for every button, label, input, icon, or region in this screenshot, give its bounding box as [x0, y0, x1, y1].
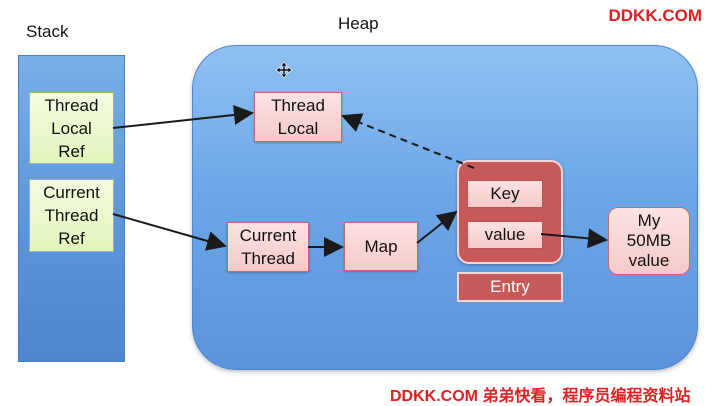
my-value-line-3: value — [628, 251, 670, 270]
my-50mb-value-object: My 50MB value — [608, 207, 690, 275]
entry-value-box: value — [467, 221, 543, 249]
watermark-bottom: DDKK.COM 弟弟快看，程序员编程资料站 — [390, 388, 691, 405]
entry-value-label: value — [484, 225, 526, 244]
thread-local-ref-line-1: Thread — [44, 95, 99, 115]
my-value-line-2: 50MB — [626, 231, 672, 250]
entry-key-label: Key — [490, 184, 520, 203]
arrow-value-to-my-value — [540, 228, 608, 249]
current-thread-ref-line-3: Ref — [58, 229, 85, 248]
current-thread-line-2: Thread — [241, 249, 295, 268]
thread-local-ref-line-3: Ref — [58, 141, 85, 161]
current-thread-ref-box: Current Thread Ref — [29, 179, 114, 252]
arrow-threadlocalref-to-threadlocal — [112, 104, 254, 129]
thread-local-line-2: Local — [277, 119, 319, 138]
map-label: Map — [364, 237, 398, 256]
arrow-key-to-threadlocal-weak — [341, 113, 475, 169]
entry-label: Entry — [457, 272, 563, 302]
watermark-top: DDKK.COM — [608, 6, 703, 25]
map-object: Map — [344, 222, 418, 271]
current-thread-ref-line-1: Current — [43, 183, 100, 202]
my-value-line-1: My — [637, 211, 661, 230]
arrow-map-to-entry — [416, 210, 458, 244]
stack-label: Stack — [26, 22, 69, 41]
heap-label: Heap — [338, 14, 379, 33]
current-thread-ref-line-2: Thread — [44, 206, 99, 225]
thread-local-ref-line-2: Local — [51, 118, 92, 138]
current-thread-object: Current Thread — [227, 222, 309, 272]
thread-local-object: Thread Local — [254, 92, 342, 142]
thread-local-ref-box: Thread Local Ref — [29, 92, 114, 164]
move-cursor-icon — [275, 61, 293, 79]
current-thread-line-1: Current — [239, 226, 297, 245]
entry-key-box: Key — [467, 180, 543, 208]
thread-local-line-1: Thread — [271, 96, 325, 115]
arrow-currentthreadref-to-currentthread — [112, 213, 227, 251]
